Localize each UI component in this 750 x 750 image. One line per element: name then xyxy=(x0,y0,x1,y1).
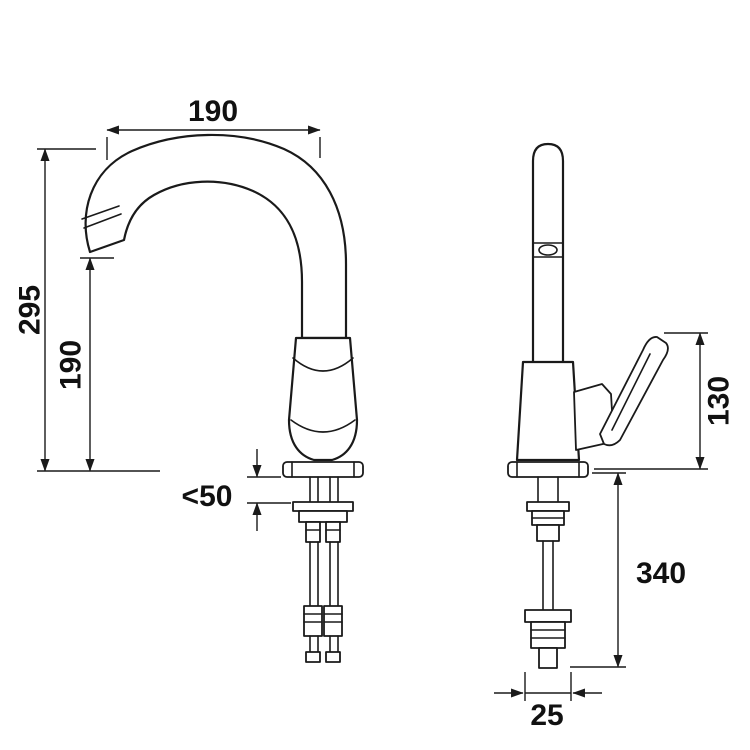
spout-gooseneck-outline xyxy=(84,133,348,340)
faucet-body-side xyxy=(287,336,359,462)
hose-connector-left xyxy=(305,521,321,543)
aerator-front xyxy=(532,242,564,258)
dim-label-overall-height: 295 xyxy=(14,285,47,335)
dim-label-hose-length: 340 xyxy=(636,557,686,590)
faucet-body-front xyxy=(515,360,581,462)
mounting-washer-front xyxy=(526,501,570,512)
handle-lever xyxy=(599,336,669,447)
dim-overall-height: 295 xyxy=(14,148,160,472)
hose-connector-front xyxy=(536,524,560,542)
body-joint-curve-upper xyxy=(292,357,354,372)
supply-hose-front xyxy=(542,540,554,611)
shank-tubes-side xyxy=(309,476,339,503)
hose-connector-right xyxy=(325,521,341,543)
dim-label-spout-reach: 190 xyxy=(188,95,238,128)
hose-fittings-side xyxy=(303,605,343,663)
dim-connector-width: 25 xyxy=(494,672,602,732)
base-plate-side xyxy=(282,461,364,478)
dim-spout-outlet-height: 190 xyxy=(55,257,114,472)
spout-column-front xyxy=(531,142,565,364)
handle-lever-edge-line xyxy=(611,353,651,431)
hose-fitting-front xyxy=(524,609,572,669)
left-view-faucet xyxy=(81,133,364,663)
dim-label-connector-width: 25 xyxy=(530,699,563,732)
spout-aerator-lines xyxy=(81,205,122,229)
supply-hoses-side xyxy=(309,541,339,607)
base-plate-front xyxy=(507,461,589,478)
shank-front xyxy=(537,476,559,503)
dim-label-deck-thickness: <50 xyxy=(182,480,233,513)
dim-label-spout-outlet-height: 190 xyxy=(55,340,88,390)
body-joint-curve-lower xyxy=(290,419,356,433)
dim-hose-length: 340 xyxy=(570,472,686,668)
dim-label-handle-height: 130 xyxy=(703,376,736,426)
mounting-washer-side xyxy=(292,501,354,512)
mounting-nut-side xyxy=(298,510,348,523)
dim-deck-thickness: <50 xyxy=(182,449,291,531)
dim-spout-reach: 190 xyxy=(106,95,321,160)
right-view-faucet xyxy=(507,142,669,669)
dim-handle-height: 130 xyxy=(594,332,736,470)
